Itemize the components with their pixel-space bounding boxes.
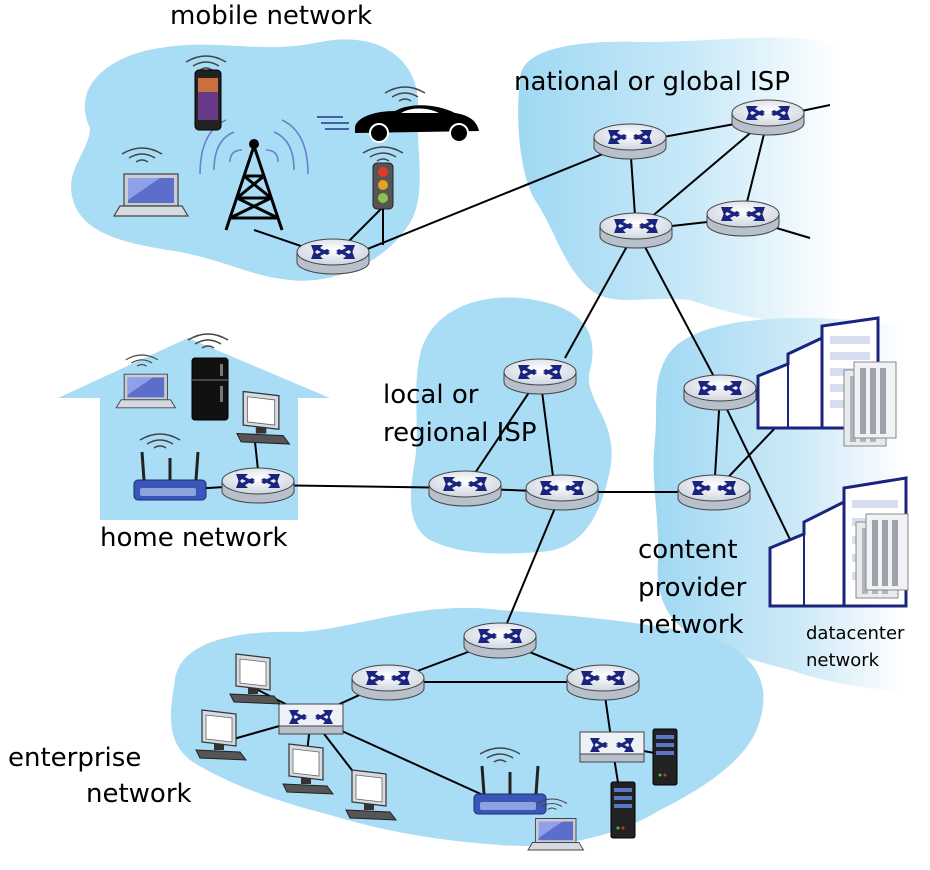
- enterprise-tower-server-icon: [652, 728, 678, 786]
- enterprise-tower-server-icon: [610, 781, 636, 839]
- router: [351, 664, 425, 701]
- local-isp-label-line1: local or: [383, 380, 479, 410]
- datacenter-server-icon: [843, 361, 897, 447]
- router: [677, 474, 751, 511]
- content-provider-label-line2: provider: [638, 573, 747, 603]
- enterprise-switch-icon: [278, 703, 344, 735]
- car-icon: [317, 86, 479, 143]
- router: [221, 467, 295, 504]
- router: [593, 123, 667, 160]
- cell-tower-icon: [199, 119, 309, 231]
- router: [503, 358, 577, 395]
- router: [525, 474, 599, 511]
- mobile-network-label: mobile network: [170, 1, 373, 31]
- router: [463, 622, 537, 659]
- datacenter-server-icon: [855, 513, 909, 599]
- router: [706, 200, 780, 237]
- router: [731, 99, 805, 136]
- local-isp-label-line2: regional ISP: [383, 418, 537, 448]
- router: [296, 238, 370, 275]
- enterprise-switch-icon: [579, 731, 645, 763]
- datacenter-label-line1: datacenter: [806, 623, 905, 644]
- traffic-light-icon: [362, 146, 404, 245]
- datacenter-label-line2: network: [806, 650, 880, 671]
- home-network-label: home network: [100, 523, 288, 553]
- enterprise-label-line1: enterprise: [8, 743, 142, 773]
- content-provider-label-line1: content: [638, 535, 738, 565]
- router: [599, 212, 673, 249]
- router: [428, 470, 502, 507]
- router: [566, 664, 640, 701]
- router: [683, 374, 757, 411]
- mobile-network-cloud: [71, 39, 420, 281]
- smartphone-icon: [185, 55, 227, 131]
- enterprise-label-line2: network: [86, 779, 192, 809]
- content-provider-label-line3: network: [638, 610, 744, 640]
- isp-label: national or global ISP: [514, 67, 790, 97]
- fridge-icon: [187, 333, 229, 421]
